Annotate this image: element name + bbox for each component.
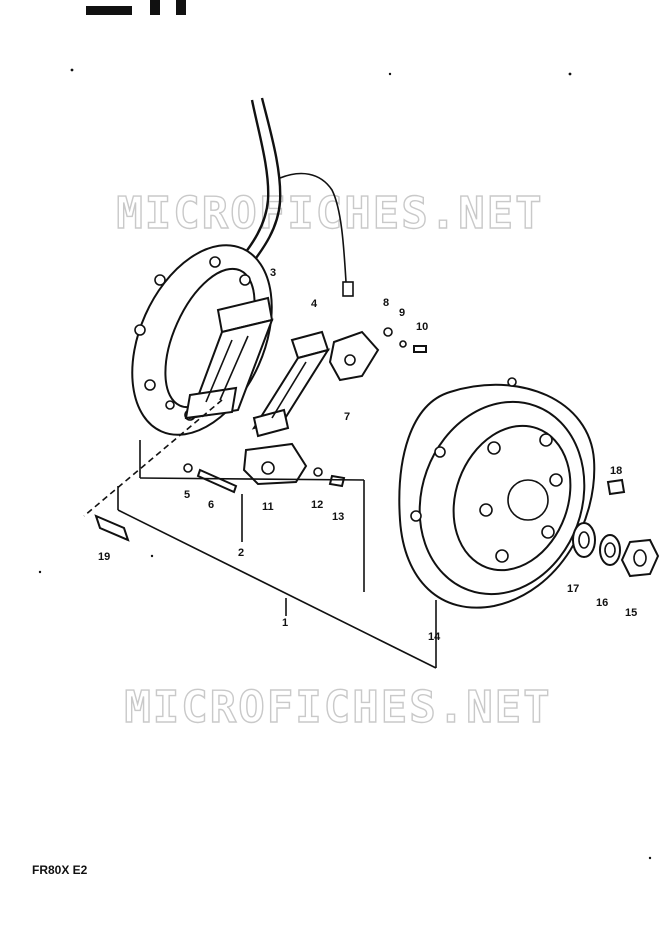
callouts: 1 2 3 4 5 6 7 8 9 10 11 12 13 14 15 16 1…: [98, 267, 637, 643]
callout-13: 13: [332, 511, 344, 523]
header-remnant: [86, 0, 186, 15]
callout-6: 6: [208, 499, 214, 511]
callout-18: 18: [610, 465, 622, 477]
specks: [38, 68, 652, 860]
callout-7: 7: [344, 411, 350, 423]
callout-10: 10: [416, 321, 428, 333]
callout-1: 1: [282, 617, 288, 629]
callout-2: 2: [238, 547, 244, 559]
callout-14: 14: [428, 631, 441, 643]
watermark-bottom: MICROFICHES.NET: [124, 682, 551, 733]
callout-3: 3: [270, 267, 276, 279]
small-hardware: [94, 327, 626, 542]
contact-breaker: [328, 330, 380, 382]
callout-9: 9: [399, 307, 405, 319]
pickup-coil: [242, 442, 308, 486]
callout-12: 12: [311, 499, 323, 511]
stator-coil: [184, 296, 274, 420]
callout-16: 16: [596, 597, 608, 609]
leader-lines: [83, 399, 437, 669]
callout-8: 8: [383, 297, 389, 309]
callout-11: 11: [262, 501, 274, 513]
callout-17: 17: [567, 583, 579, 595]
callout-4: 4: [311, 298, 318, 310]
model-label: FR80X E2: [32, 863, 88, 877]
washers-nut: [572, 522, 660, 578]
watermark-top: MICROFICHES.NET: [116, 188, 543, 239]
wire-harness: [237, 97, 354, 297]
callout-5: 5: [184, 489, 190, 501]
callout-19: 19: [98, 551, 110, 563]
charging-coil: [251, 330, 331, 438]
callout-15: 15: [625, 607, 637, 619]
flywheel-rotor: [398, 377, 596, 609]
